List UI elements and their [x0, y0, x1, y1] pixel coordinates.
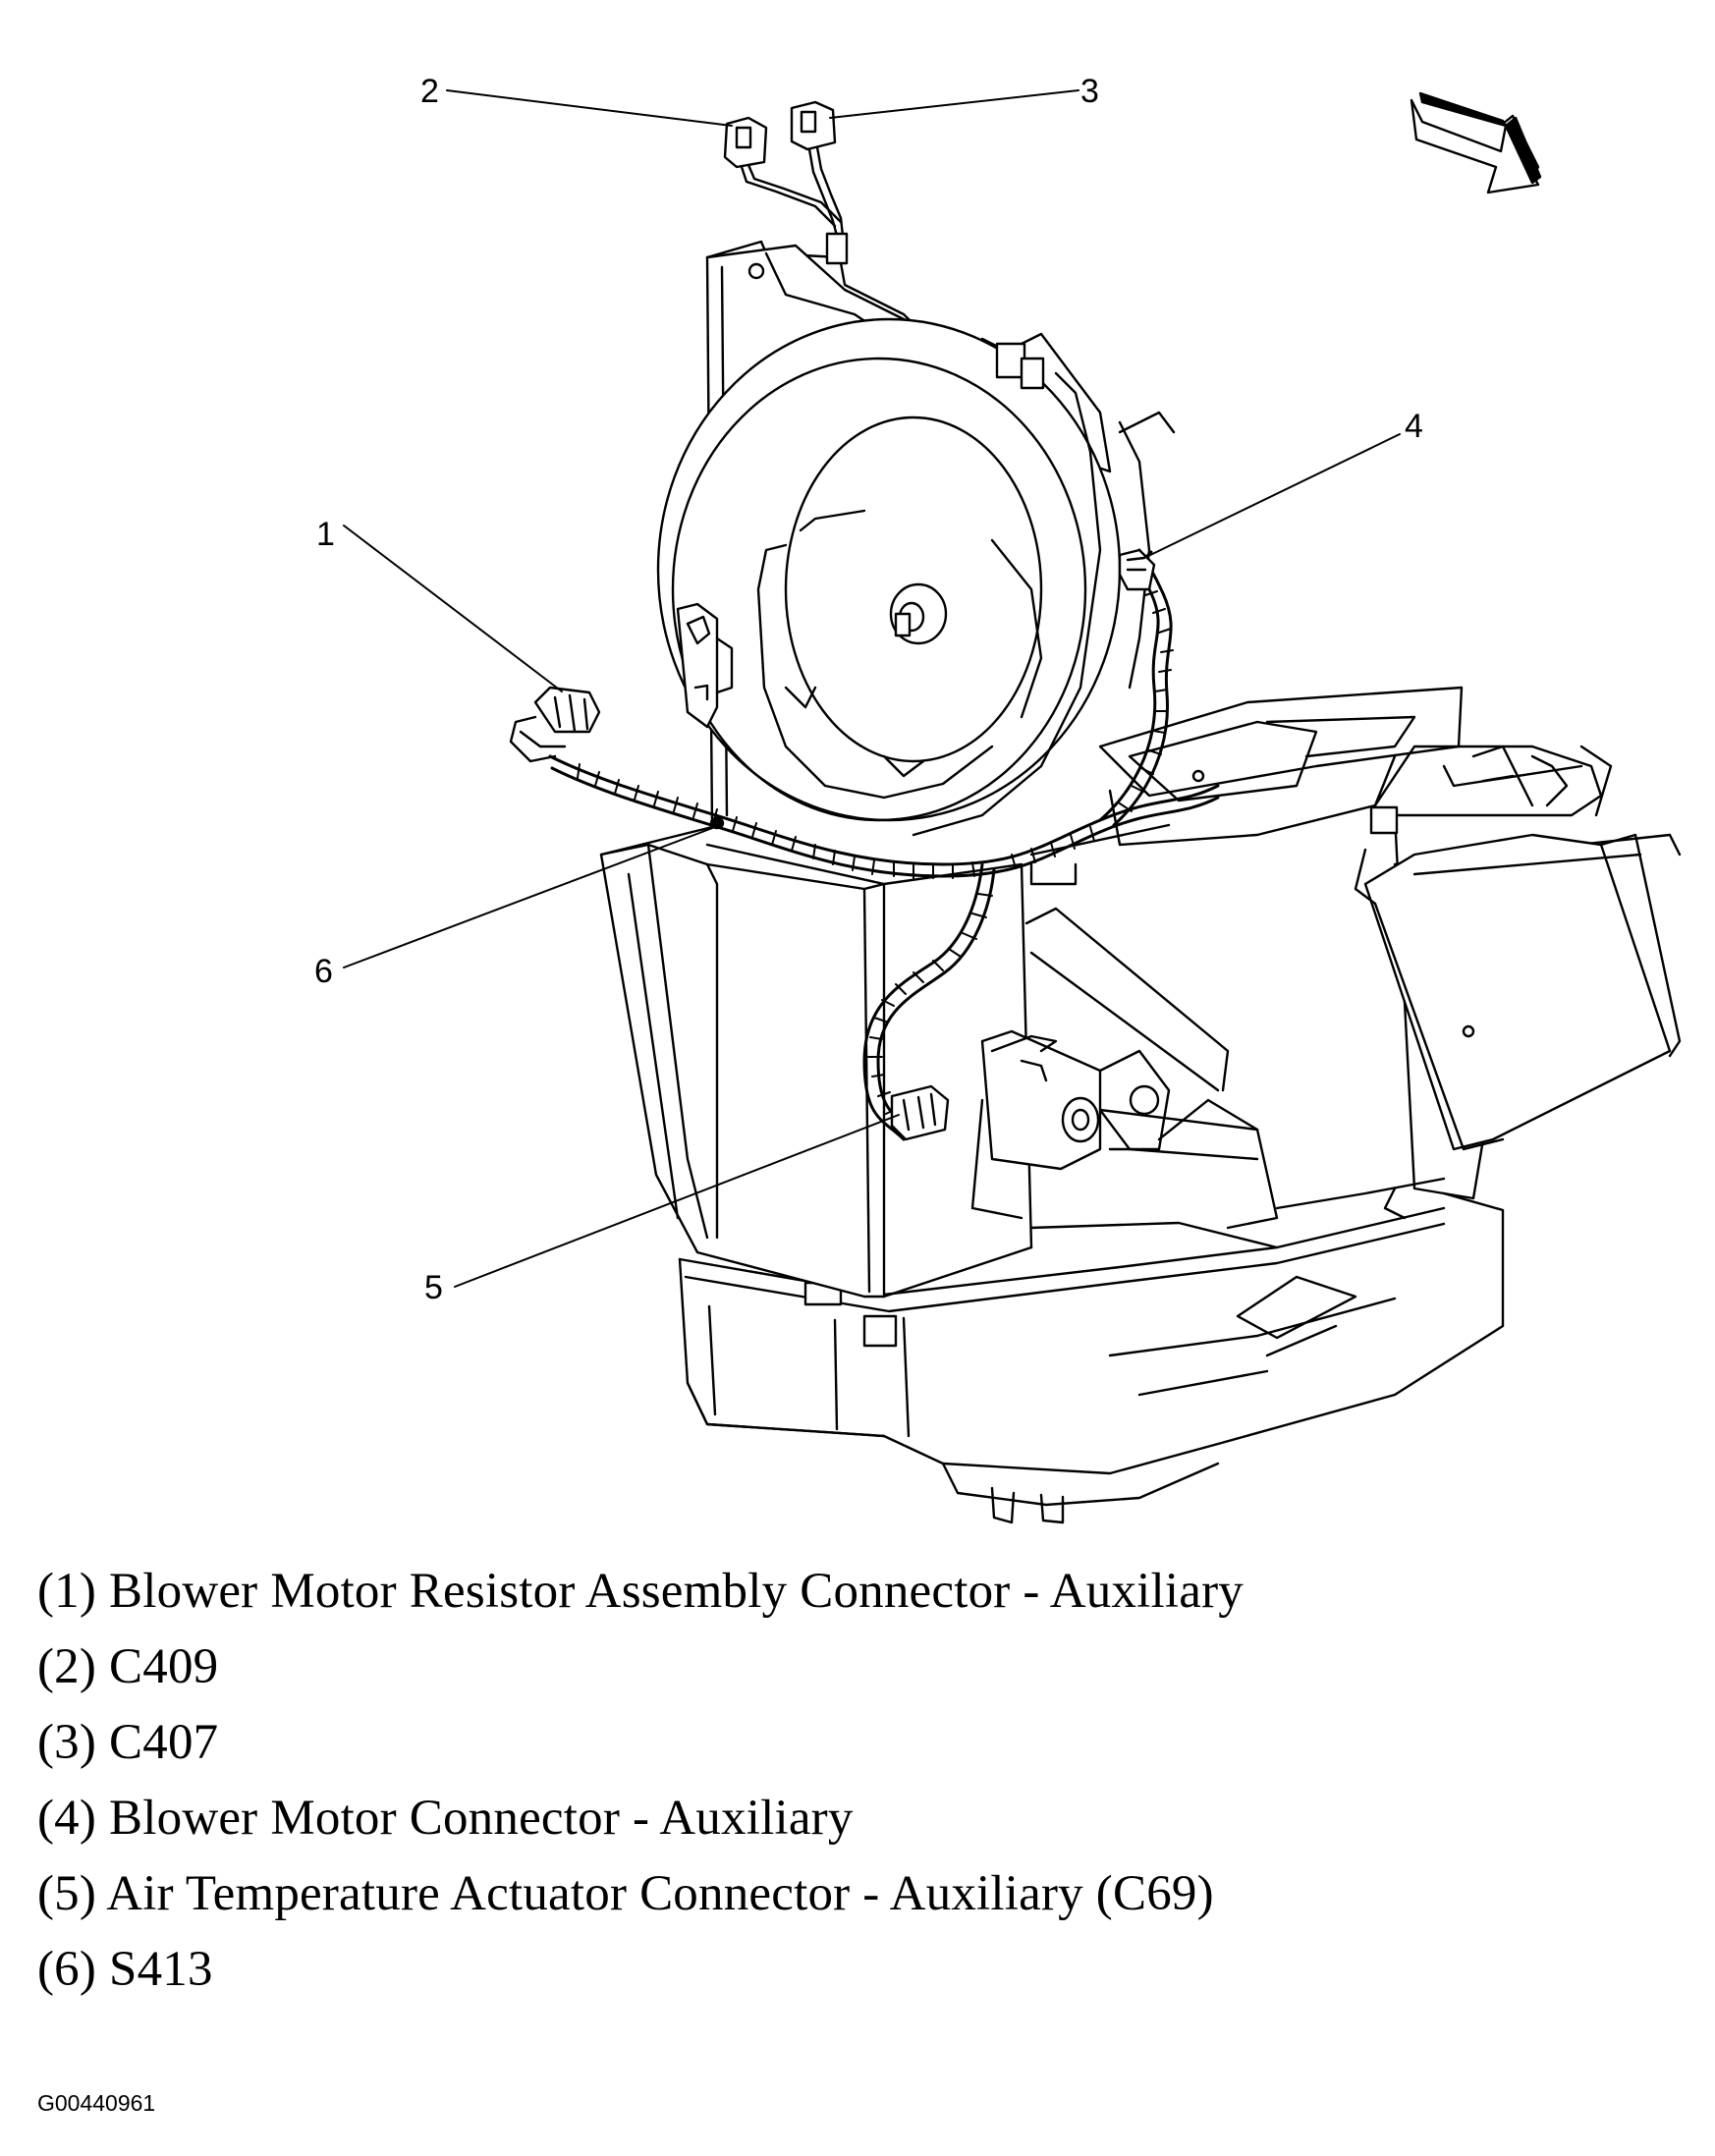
leader-line-3	[829, 89, 1079, 119]
connector-5	[890, 1084, 950, 1141]
legend-item-3: (3) C407	[37, 1705, 1244, 1781]
legend-text: C407	[109, 1715, 219, 1770]
legend-text: S413	[109, 1942, 213, 1997]
connector-1	[509, 686, 601, 763]
legend-number: (6)	[37, 1942, 97, 1997]
legend-item-6: (6) S413	[37, 1932, 1244, 2008]
legend-item-1: (1) Blower Motor Resistor Assembly Conne…	[37, 1554, 1244, 1630]
callout-5: 5	[424, 1269, 443, 1306]
connector-3	[790, 100, 849, 265]
leader-line-6	[343, 826, 716, 968]
splice-s413	[709, 816, 725, 830]
blower-housing	[656, 317, 1176, 837]
leader-line-1	[343, 525, 563, 692]
wire-harness-ribs	[577, 590, 1174, 1115]
legend-item-2: (2) C409	[37, 1630, 1244, 1705]
legend-number: (2)	[37, 1639, 97, 1694]
legend-text: Blower Motor Resistor Assembly Connector…	[109, 1564, 1244, 1619]
connector-4	[1118, 548, 1156, 591]
figure-id: G00440961	[37, 2090, 156, 2116]
leader-line-5	[454, 1114, 900, 1288]
legend-number: (3)	[37, 1715, 97, 1770]
legend-item-4: (4) Blower Motor Connector - Auxiliary	[37, 1781, 1244, 1856]
air-temperature-actuator	[980, 1029, 1171, 1171]
legend-list: (1) Blower Motor Resistor Assembly Conne…	[37, 1554, 1244, 2008]
callout-2: 2	[420, 73, 439, 110]
legend-text: Blower Motor Connector - Auxiliary	[109, 1791, 854, 1846]
leader-line-2	[446, 89, 733, 127]
callout-1: 1	[316, 516, 335, 553]
hvac-module-diagram: 1 2 3 4 5 6	[314, 73, 1682, 1524]
legend-number: (5)	[37, 1866, 97, 1921]
resistor-mount	[676, 602, 734, 729]
leader-line-4	[1143, 433, 1401, 559]
callout-6: 6	[314, 953, 333, 990]
callout-4: 4	[1405, 408, 1423, 445]
heater-core-section	[1098, 686, 1682, 1220]
legend-number: (4)	[37, 1791, 97, 1846]
legend-number: (1)	[37, 1564, 97, 1619]
legend-text: C409	[109, 1639, 219, 1694]
leader-lines	[343, 89, 1401, 1288]
lower-housing	[678, 1191, 1505, 1524]
callout-3: 3	[1080, 73, 1099, 110]
orientation-arrow-icon	[1410, 91, 1542, 194]
legend-text: Air Temperature Actuator Connector - Aux…	[106, 1866, 1214, 1921]
connector-2	[723, 116, 843, 228]
callouts: 1 2 3 4 5 6	[314, 73, 1423, 1306]
legend-item-5: (5) Air Temperature Actuator Connector -…	[37, 1856, 1244, 1932]
